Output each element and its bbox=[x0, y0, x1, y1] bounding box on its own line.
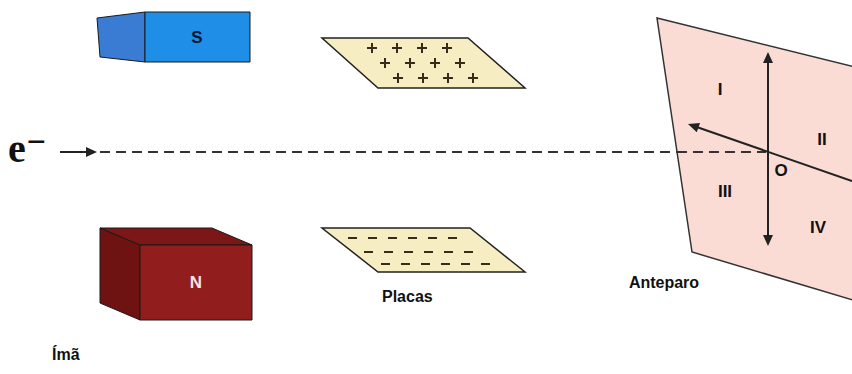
vertical-axis bbox=[767, 62, 769, 236]
minus-signs bbox=[348, 238, 490, 264]
axis-arrowhead bbox=[688, 123, 700, 132]
magnet-face bbox=[97, 12, 145, 62]
quadrant-label: I bbox=[718, 81, 723, 100]
electron-arrowhead bbox=[86, 147, 97, 157]
axis-arrowhead bbox=[763, 52, 773, 63]
screen: IOIIIIIIVAnteparo bbox=[620, 12, 852, 312]
pole-label: N bbox=[190, 274, 202, 293]
axis-arrowhead bbox=[763, 235, 773, 246]
plus-signs bbox=[367, 43, 478, 83]
magnet-pole-n-shape bbox=[98, 213, 254, 323]
electron-arrow bbox=[60, 151, 88, 153]
horizontal-axis bbox=[696, 127, 852, 181]
electron-path bbox=[100, 151, 700, 153]
origin-label: O bbox=[774, 162, 787, 181]
pole-label: S bbox=[191, 29, 202, 48]
plates-name: Placas bbox=[382, 288, 433, 306]
negative-plate bbox=[322, 228, 525, 272]
quadrant-label: II bbox=[817, 131, 826, 150]
screen-shape bbox=[620, 12, 852, 312]
electron-symbol: e⁻ bbox=[8, 126, 47, 172]
magnet-pole-s-shape bbox=[95, 10, 252, 65]
magnet-face bbox=[100, 228, 252, 245]
magnet-face bbox=[145, 12, 250, 62]
magnet-name: Ímã bbox=[52, 346, 80, 364]
magnet-pole-n: N bbox=[98, 213, 254, 323]
electron-path bbox=[677, 151, 766, 153]
screen-plane bbox=[657, 18, 852, 312]
quadrant-label: IV bbox=[810, 219, 826, 238]
quadrant-label: III bbox=[718, 183, 732, 202]
magnet-pole-s: S bbox=[95, 10, 252, 65]
screen-name: Anteparo bbox=[629, 274, 699, 292]
magnet-face bbox=[140, 245, 252, 320]
positive-plate bbox=[322, 38, 525, 88]
